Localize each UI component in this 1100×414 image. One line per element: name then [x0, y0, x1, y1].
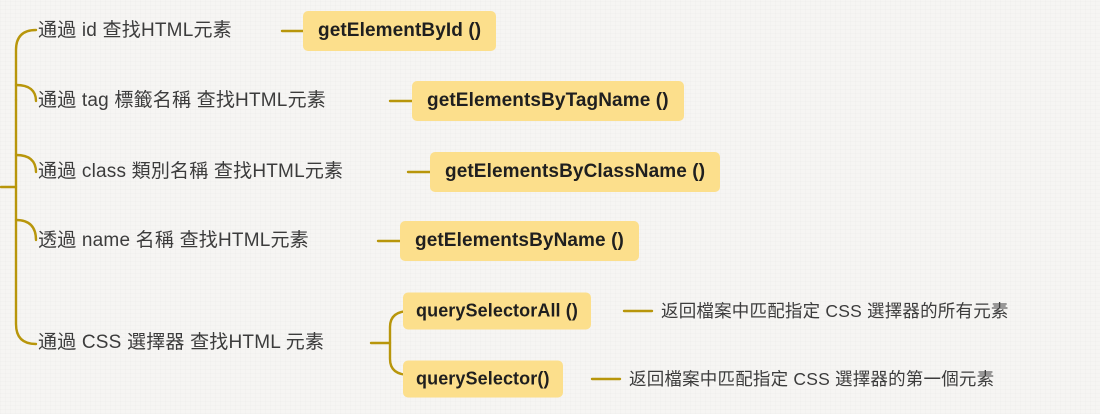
- description-queryselectorall: 返回檔案中匹配指定 CSS 選擇器的所有元素: [661, 301, 1009, 321]
- branch-label-name: 透過 name 名稱 查找HTML元素: [38, 230, 309, 251]
- branch-label-class: 通過 class 類別名稱 查找HTML元素: [38, 161, 344, 182]
- method-badge-getelementbyid[interactable]: getElementById (): [303, 11, 497, 51]
- method-badge-getelementsbyclassname[interactable]: getElementsByClassName (): [430, 152, 721, 192]
- branch-label-id: 通過 id 查找HTML元素: [38, 20, 232, 41]
- branch-tick-3: [14, 153, 38, 174]
- branch-tick-4: [14, 218, 38, 242]
- branch-label-tag: 通過 tag 標籤名稱 查找HTML元素: [38, 90, 326, 111]
- branch-label-css-selector: 通過 CSS 選擇器 查找HTML 元素: [38, 332, 325, 353]
- method-badge-getelementsbyname[interactable]: getElementsByName (): [400, 221, 639, 261]
- description-queryselector: 返回檔案中匹配指定 CSS 選擇器的第一個元素: [629, 369, 995, 389]
- method-badge-queryselector[interactable]: querySelector(): [403, 360, 563, 398]
- main-spine: [14, 28, 38, 346]
- branch-tick-2: [14, 83, 38, 103]
- method-badge-queryselectorall[interactable]: querySelectorAll (): [403, 292, 591, 330]
- method-badge-getelementsbytagname[interactable]: getElementsByTagName (): [412, 81, 684, 121]
